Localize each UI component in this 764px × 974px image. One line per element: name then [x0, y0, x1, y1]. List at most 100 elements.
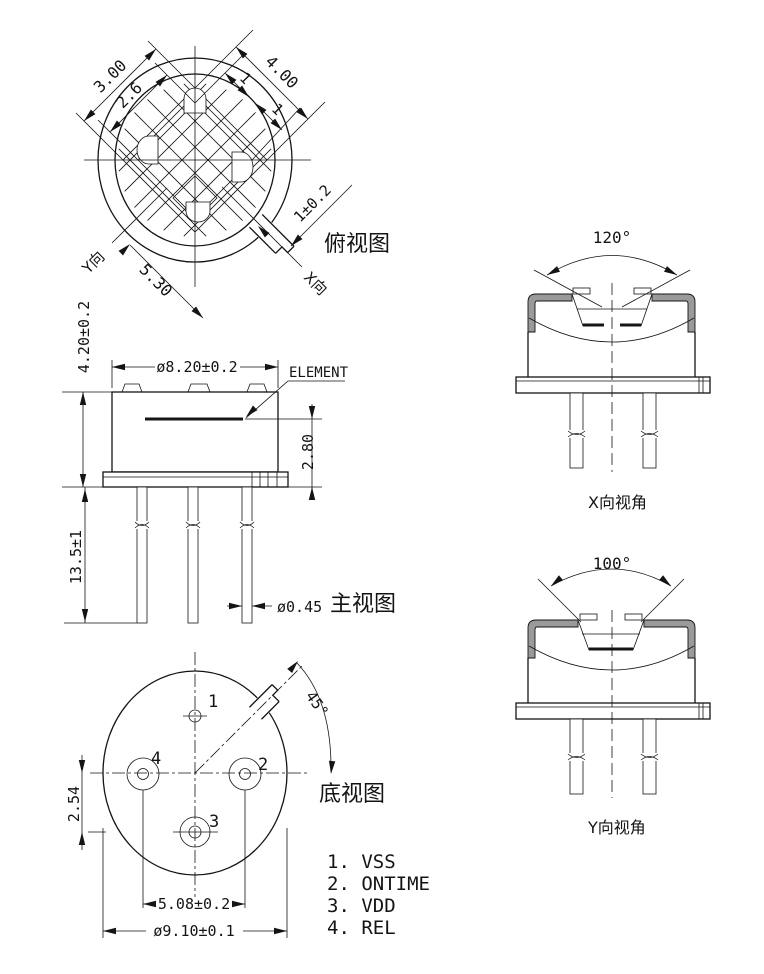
break-gap	[568, 753, 585, 761]
element-label: ELEMENT	[289, 365, 349, 381]
arrowhead	[191, 306, 203, 318]
pin1-number: 1	[208, 692, 218, 712]
dome-arc	[528, 317, 695, 343]
arrowhead	[225, 73, 237, 85]
arrowhead	[81, 609, 89, 622]
dim-height-lines	[62, 391, 112, 488]
dim-line-4.00	[235, 46, 309, 120]
hatch-line	[124, 89, 227, 192]
arrowhead	[84, 109, 96, 121]
y-angle-view: 100° Y向视角	[515, 554, 711, 837]
dim-tab-width: 1±0.2	[290, 181, 335, 226]
lid-section-left	[527, 293, 573, 333]
break-mark	[640, 430, 659, 438]
dimension-arrows	[78, 47, 677, 935]
window-recess	[577, 619, 645, 651]
dim-flange-diameter: ø9.10±0.1	[153, 922, 234, 940]
break-mark	[185, 521, 201, 529]
view-angle-arc	[546, 255, 678, 276]
extension-lines-right	[194, 29, 326, 161]
dim-flange-dia-lines	[102, 828, 288, 938]
break-gap	[568, 430, 585, 438]
break-gap	[186, 521, 200, 529]
x-view-angle: 120°	[593, 228, 632, 247]
y-axis-line	[111, 187, 168, 244]
arrowhead	[664, 266, 677, 275]
arrowhead	[658, 575, 671, 586]
pinout-item-2: 2. ONTIME	[327, 873, 430, 895]
arrowhead	[79, 474, 87, 487]
front-view-title: 主视图	[330, 592, 396, 617]
pinout-item-1: 1. VSS	[327, 851, 396, 873]
arrowhead	[270, 118, 282, 130]
pin-1-lead	[136, 486, 148, 624]
break-gap	[135, 521, 149, 529]
tab-angle-arc	[296, 662, 332, 773]
x-view-title: X向视角	[588, 493, 647, 512]
dim-spacing-lines	[142, 790, 246, 908]
arrowhead	[78, 832, 86, 845]
break-mark	[567, 753, 586, 761]
y-view-angle: 100°	[593, 554, 632, 573]
arrowhead	[252, 602, 265, 610]
dim-diameter-lines	[111, 360, 279, 388]
window-frame-right	[624, 613, 643, 621]
dim-element-b: 1	[268, 100, 287, 119]
arrowhead	[296, 107, 308, 119]
pin2-number: 2	[258, 755, 268, 775]
arrowhead	[236, 47, 248, 59]
arrowhead	[155, 75, 167, 87]
pin3-number: 3	[209, 812, 219, 832]
arrowhead	[291, 234, 303, 246]
arrowhead	[308, 487, 316, 500]
lead-break-marks	[134, 430, 659, 761]
break-mark	[239, 521, 255, 529]
dim-can-diameter: ø8.20±0.2	[156, 358, 237, 376]
dim-line-3.00	[83, 48, 157, 122]
view-angle-arc	[550, 568, 672, 587]
x-angle-view: 120° X向视角	[515, 228, 711, 512]
front-view: ELEMENT ø8.20±0.2 4.20±0.2 2.80 13.5±1 ø…	[62, 301, 396, 624]
dim-length: 4.00	[262, 52, 303, 93]
window-frame-left	[579, 613, 598, 621]
dim-pin-diameter: ø0.45	[277, 598, 322, 616]
arrowhead	[81, 489, 89, 502]
dim-diagonal: 5.30	[136, 260, 177, 301]
view-angle-lines	[533, 269, 691, 308]
pin-3-lead	[241, 486, 253, 624]
pinout-item-3: 3. VDD	[327, 895, 396, 917]
dim-depth-lines	[245, 404, 322, 500]
flange-detail	[516, 377, 710, 393]
lid-section-left	[527, 619, 579, 659]
break-mark	[640, 753, 659, 761]
dim-total-height: 4.20±0.2	[75, 301, 93, 373]
element-leader	[245, 380, 345, 419]
bottom-view: 1 2 3 4 2.54 5.08±0.2 ø9.10±0.1 45° 底视图	[65, 652, 385, 940]
pin2-insulator	[228, 757, 262, 791]
flange	[515, 702, 711, 720]
locating-tab-bottom	[248, 681, 287, 720]
break-gap	[641, 753, 658, 761]
arrowhead	[112, 363, 125, 371]
arrowhead	[265, 363, 278, 371]
break-mark	[134, 521, 150, 529]
dim-pin-spacing: 5.08±0.2	[158, 895, 230, 913]
extension-lines-left	[75, 40, 196, 161]
hatch-line	[163, 128, 266, 231]
dim-tab-angle: 45°	[302, 688, 332, 721]
arrowhead	[110, 120, 122, 132]
y-axis-label: Y向	[78, 248, 109, 279]
dim-window-inner: 2.6	[112, 78, 146, 112]
can-top-bumps	[121, 383, 268, 393]
arrowhead	[229, 602, 242, 610]
window-frame-right	[633, 287, 652, 295]
lid-section-right	[651, 293, 696, 333]
dim-line-2.6	[109, 74, 168, 133]
dim-element-a: 1	[236, 69, 255, 88]
arrowhead	[237, 85, 249, 97]
pinout-list: 1. VSS 2. ONTIME 3. VDD 4. REL	[327, 851, 430, 939]
pin-bottom	[185, 201, 211, 223]
pinout-item-4: 4. REL	[327, 917, 396, 939]
dim-line-5.30	[129, 244, 204, 319]
